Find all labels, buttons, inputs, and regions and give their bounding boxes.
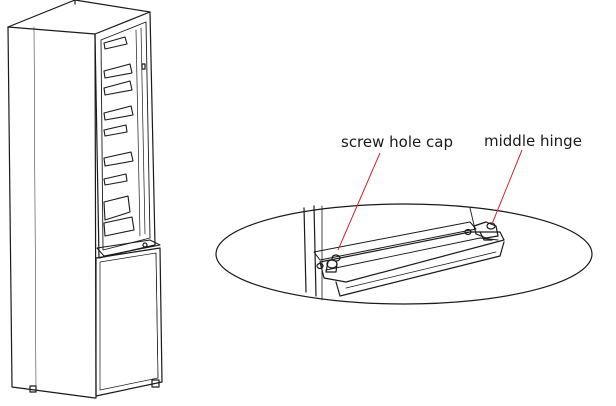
hinge-bar-front bbox=[335, 241, 505, 297]
middle-hinge-leader bbox=[491, 149, 523, 225]
screw-hole-cap bbox=[316, 254, 341, 273]
zoom-cabinet-edge-2 bbox=[313, 205, 317, 297]
screw-hole-cap-label: screw hole cap bbox=[341, 133, 453, 151]
foot-left bbox=[29, 385, 37, 393]
door-bottom-panel bbox=[313, 221, 477, 261]
lower-door bbox=[95, 247, 163, 397]
hinge-pin bbox=[142, 242, 148, 248]
cabinet-side-shade-line bbox=[33, 26, 37, 391]
lower-door-edge bbox=[155, 252, 159, 379]
cabinet-top-front-edge bbox=[7, 26, 96, 35]
zoom-cabinet-edge-1 bbox=[303, 207, 307, 293]
cabinet-top-back-edge bbox=[74, 0, 151, 13]
foot-right bbox=[151, 379, 160, 388]
upper-door-frame bbox=[94, 11, 156, 259]
lower-door-inner bbox=[99, 252, 159, 391]
upper-door-inner-frame bbox=[100, 21, 151, 251]
cabinet-top-left-edge bbox=[7, 0, 76, 28]
hinge-bar-outline bbox=[319, 231, 505, 283]
cabinet-left-face bbox=[7, 26, 96, 399]
middle-hinge-small bbox=[96, 239, 161, 257]
door-gasket-line bbox=[135, 29, 141, 237]
middle-hinge-label: middle hinge bbox=[484, 132, 582, 150]
hinge-bar-rib-2 bbox=[345, 251, 497, 289]
detail-zoom bbox=[215, 203, 593, 305]
screw-hole-cap-leader bbox=[337, 152, 381, 251]
refrigerator-drawing bbox=[7, 0, 163, 399]
door-switch bbox=[141, 63, 146, 70]
middle-hinge bbox=[464, 221, 499, 241]
hinge-bar-rib-1 bbox=[325, 237, 499, 271]
door-shelves bbox=[103, 36, 135, 237]
door-gasket-line-2 bbox=[140, 27, 146, 235]
zoom-ellipse bbox=[215, 203, 593, 305]
callout-lines bbox=[337, 149, 523, 251]
zoom-door-edge bbox=[469, 207, 475, 226]
